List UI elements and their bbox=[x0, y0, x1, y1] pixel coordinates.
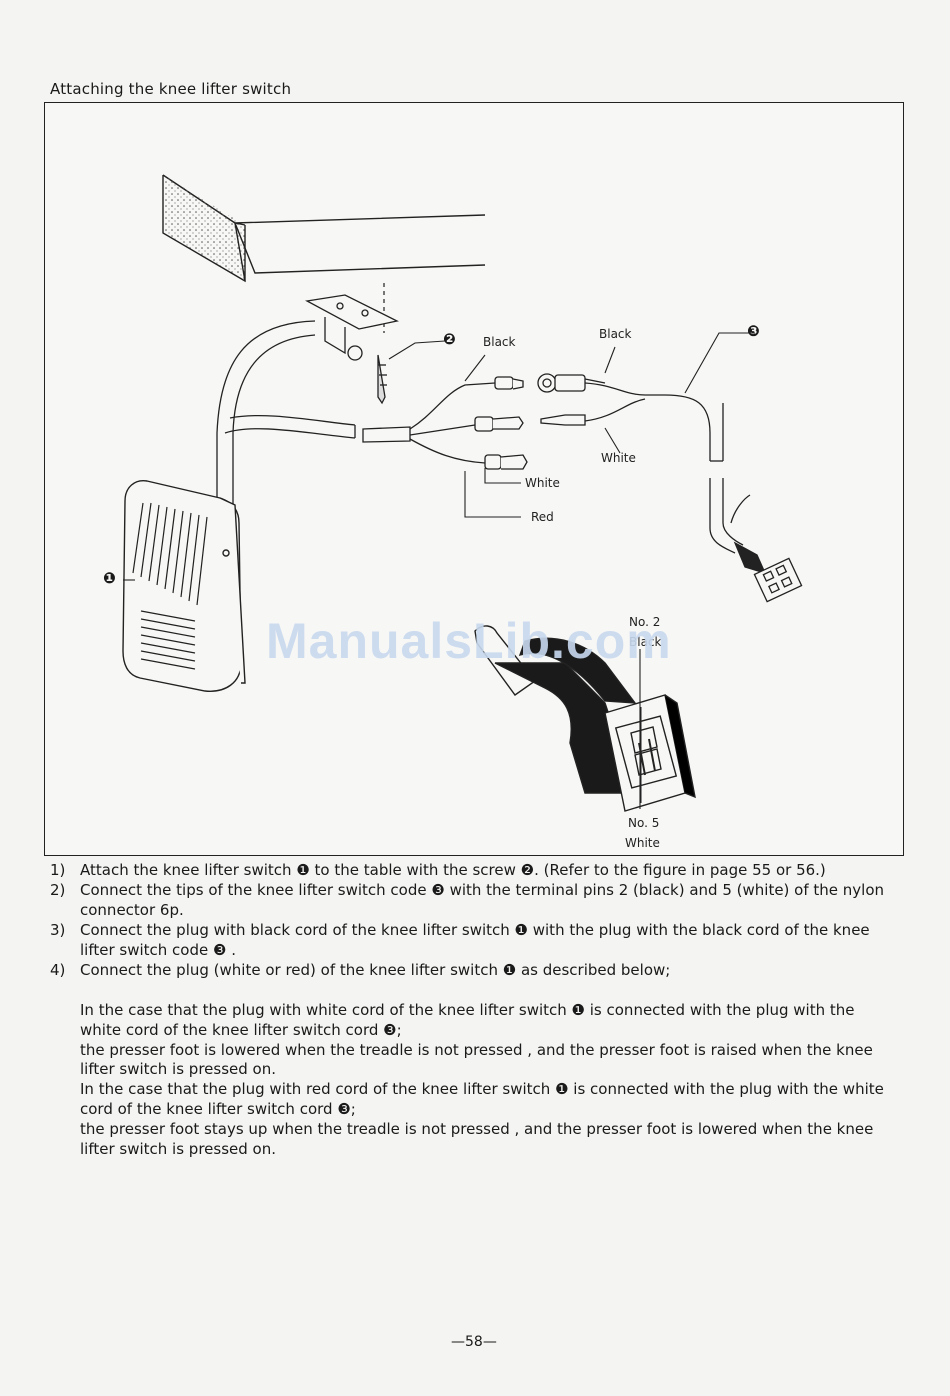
step-number: 2) bbox=[50, 881, 66, 899]
label-no5: No. 5 bbox=[628, 816, 660, 830]
label-no2-color: Black bbox=[629, 635, 662, 649]
label-white-right: White bbox=[601, 451, 636, 465]
step-number: 4) bbox=[50, 961, 66, 979]
step-text: Connect the tips of the knee lifter swit… bbox=[80, 881, 885, 919]
switch-wires bbox=[409, 382, 496, 464]
step-text: Attach the knee lifter switch ❶ to the t… bbox=[80, 861, 826, 879]
note-paragraph: In the case that the plug with red cord … bbox=[80, 1080, 884, 1118]
callout-leaders bbox=[123, 332, 755, 581]
connection-notes: In the case that the plug with white cor… bbox=[80, 1001, 892, 1159]
nylon-connector-small bbox=[733, 541, 803, 603]
page-title: Attaching the knee lifter switch bbox=[50, 80, 292, 98]
step-4: 4) Connect the plug (white or red) of th… bbox=[50, 960, 892, 980]
switch-cable bbox=[216, 320, 411, 523]
step-number: 3) bbox=[50, 921, 66, 939]
step-text: Connect the plug (white or red) of the k… bbox=[80, 961, 671, 979]
label-black-right: Black bbox=[599, 327, 632, 341]
instruction-steps: 1) Attach the knee lifter switch ❶ to th… bbox=[50, 860, 892, 980]
callout-3: ❸ bbox=[747, 322, 760, 340]
table-top bbox=[162, 174, 486, 283]
screw bbox=[377, 354, 387, 405]
callout-1: ❶ bbox=[103, 569, 116, 587]
watermark: ManualsLib.com bbox=[266, 613, 672, 669]
note-paragraph: the presser foot is lowered when the tre… bbox=[80, 1040, 873, 1079]
switch-plugs bbox=[474, 376, 528, 470]
cord-wires bbox=[584, 382, 751, 554]
step-2: 2) Connect the tips of the knee lifter s… bbox=[50, 880, 892, 920]
page-number: —58— bbox=[451, 1334, 497, 1350]
label-no5-color: White bbox=[625, 836, 660, 850]
knee-lifter-switch bbox=[122, 480, 246, 692]
step-3: 3) Connect the plug with black cord of t… bbox=[50, 920, 892, 960]
step-text: Connect the plug with black cord of the … bbox=[80, 921, 870, 959]
label-red: Red bbox=[531, 510, 554, 524]
nylon-connector-large bbox=[474, 625, 696, 812]
callout-2: ❷ bbox=[443, 330, 456, 348]
note-paragraph: In the case that the plug with white cor… bbox=[80, 1001, 855, 1039]
step-1: 1) Attach the knee lifter switch ❶ to th… bbox=[50, 860, 892, 880]
note-paragraph: the presser foot stays up when the tread… bbox=[80, 1119, 874, 1158]
label-white-mid: White bbox=[525, 476, 560, 490]
figure-frame: ❶ ❷ ❸ Black Black White White Red No. 2 … bbox=[44, 102, 904, 856]
cord-plugs bbox=[537, 373, 606, 426]
step-number: 1) bbox=[50, 861, 66, 879]
mounting-bracket bbox=[304, 294, 399, 361]
knee-lifter-diagram bbox=[122, 174, 803, 812]
label-no2: No. 2 bbox=[629, 615, 661, 629]
label-black-left: Black bbox=[483, 335, 516, 349]
